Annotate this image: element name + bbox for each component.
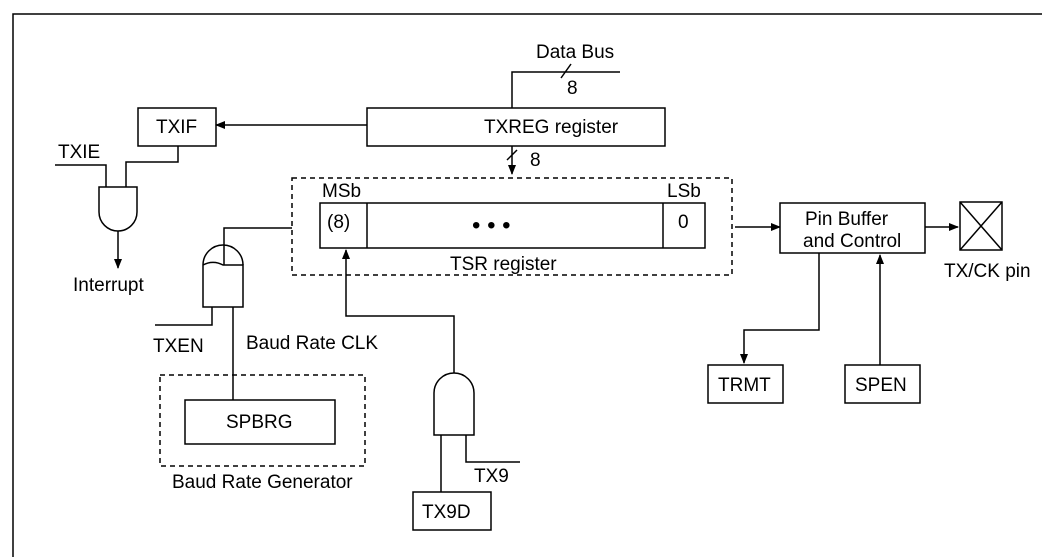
txck-pin-icon	[959, 201, 1003, 251]
data-bus-label: Data Bus	[536, 42, 614, 63]
tx9d-box	[412, 491, 492, 531]
baud-clk-and-gate	[155, 227, 292, 400]
spen-box	[844, 364, 921, 404]
txreg-to-tsr-bus	[506, 146, 518, 175]
pin-buffer-label-line1: Pin Buffer	[805, 209, 889, 230]
spen-label: SPEN	[855, 375, 907, 396]
tsr-register-label: TSR register	[450, 254, 557, 275]
txreg-width-label: 8	[530, 150, 541, 171]
txreg-register-label: TXREG register	[484, 117, 619, 138]
interrupt-label: Interrupt	[73, 275, 144, 296]
spbrg-box	[184, 399, 336, 445]
tx9-label: TX9	[474, 466, 509, 487]
trmt-box	[707, 364, 784, 404]
txreg-register-box	[366, 107, 666, 147]
baud-rate-generator-label: Baud Rate Generator	[172, 472, 353, 493]
baud-rate-clk-label: Baud Rate CLK	[246, 333, 378, 354]
tsr-register-box	[319, 202, 706, 249]
msb-label: MSb	[322, 181, 361, 202]
tsr-dots: • • •	[472, 212, 511, 239]
figure-border	[12, 13, 1042, 557]
tsr-dashed-boundary	[291, 177, 733, 276]
trmt-label: TRMT	[718, 375, 771, 396]
data-bus	[511, 63, 620, 108]
spbrg-label: SPBRG	[226, 412, 293, 433]
interrupt-and-gate	[55, 146, 179, 269]
txif-label: TXIF	[156, 117, 197, 138]
lsb-label: LSb	[667, 181, 701, 202]
tx9-and-gate	[342, 249, 520, 492]
pin-buffer-label-line2: and Control	[803, 231, 901, 252]
baud-rate-generator-boundary	[159, 374, 366, 467]
pin-buffer-to-trmt-wire	[740, 253, 820, 364]
tsr-lsb-cell: 0	[678, 212, 689, 233]
tsr-msb-cell: (8)	[327, 212, 350, 233]
pin-buffer-control-box	[779, 202, 926, 254]
txck-pin-label: TX/CK pin	[944, 261, 1031, 282]
data-bus-width-label: 8	[567, 78, 578, 99]
tx9d-label: TX9D	[422, 502, 471, 523]
txen-label: TXEN	[153, 336, 204, 357]
txie-label: TXIE	[58, 142, 100, 163]
